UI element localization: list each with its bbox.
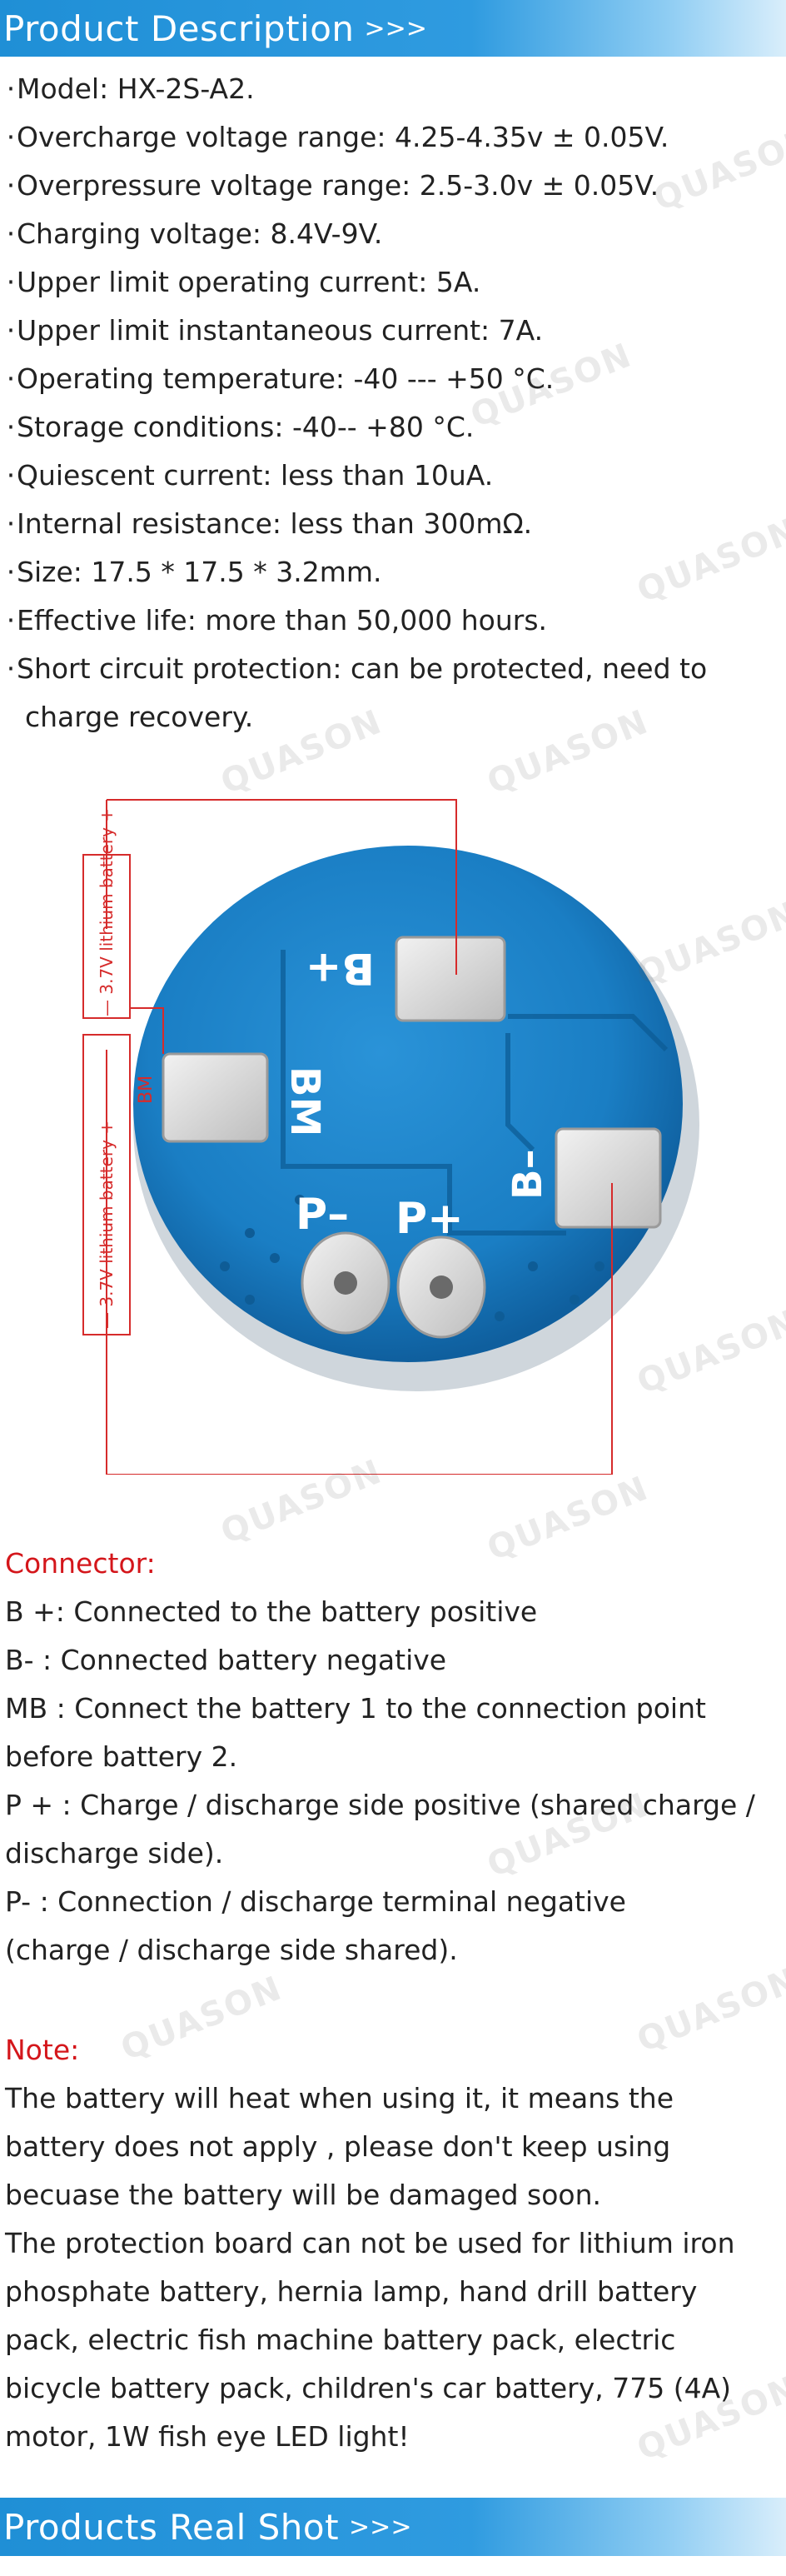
board-illustration: B+ BM B– P– P+ — 3.7V lithium battery + … <box>82 799 699 1475</box>
spec-item-continuation: charge recovery. <box>25 701 254 733</box>
silk-bplus: B+ <box>306 943 375 993</box>
spec-item: ·Charging voltage: 8.4V-9V. <box>6 217 383 250</box>
protection-board-diagram: B+ BM B– P– P+ — 3.7V lithium battery + … <box>0 766 786 1475</box>
note-line: battery does not apply , please don't ke… <box>5 2130 671 2163</box>
silk-bm: BM <box>281 1066 328 1136</box>
spec-item: ·Internal resistance: less than 300mΩ. <box>6 507 533 540</box>
trace-line <box>505 1033 535 1152</box>
pad-bminus <box>555 1127 662 1229</box>
bm-label: BM <box>136 1076 157 1104</box>
spec-item: ·Overcharge voltage range: 4.25-4.35v ± … <box>6 121 669 153</box>
banner-title: Products Real Shot <box>3 2506 340 2548</box>
connector-line: MB : Connect the battery 1 to the connec… <box>5 1692 706 1725</box>
battery2-label: — 3.7V lithium battery + <box>97 1121 117 1329</box>
note-line: pack, electric fish machine battery pack… <box>5 2324 676 2356</box>
note-line: phosphate battery, hernia lamp, hand dri… <box>5 2275 698 2308</box>
banner-arrows: >>> <box>349 2512 412 2542</box>
connector-line: B +: Connected to the battery positive <box>5 1595 538 1628</box>
section-banner-product-description: Product Description >>> <box>0 0 786 57</box>
spec-item: ·Upper limit instantaneous current: 7A. <box>6 314 544 347</box>
connector-line: before battery 2. <box>5 1740 238 1773</box>
trace-line <box>281 950 566 1236</box>
spec-item: ·Short circuit protection: can be protec… <box>6 652 708 685</box>
connector-line: P- : Connection / discharge terminal neg… <box>5 1885 626 1918</box>
pad-bplus <box>395 936 506 1022</box>
connector-line: (charge / discharge side shared). <box>5 1934 458 1966</box>
silk-bminus: B– <box>505 1149 551 1200</box>
banner-arrows: >>> <box>364 13 427 43</box>
spec-list: ·Model: HX-2S-A2. ·Overcharge voltage ra… <box>5 65 779 741</box>
spec-item: ·Operating temperature: -40 --- +50 °C. <box>6 362 555 395</box>
note-line: becuase the battery will be damaged soon… <box>5 2179 602 2211</box>
connector-line: P + : Charge / discharge side positive (… <box>5 1789 755 1821</box>
spec-item: ·Effective life: more than 50,000 hours. <box>6 604 548 637</box>
pad-bm <box>162 1052 269 1143</box>
spec-item: ·Size: 17.5 * 17.5 * 3.2mm. <box>6 556 382 588</box>
note-line: The battery will heat when using it, it … <box>5 2082 674 2114</box>
spec-item: ·Quiescent current: less than 10uA. <box>6 459 494 492</box>
silk-pplus: P+ <box>395 1194 464 1244</box>
note-line: motor, 1W fish eye LED light! <box>5 2420 410 2453</box>
section-banner-real-shot: Products Real Shot >>> <box>0 2498 786 2556</box>
spec-item: ·Model: HX-2S-A2. <box>6 72 255 105</box>
note-line: bicycle battery pack, children's car bat… <box>5 2372 732 2404</box>
note-line: The protection board can not be used for… <box>5 2227 735 2259</box>
connector-section: Connector: B +: Connected to the battery… <box>5 1540 779 1974</box>
spec-item: ·Storage conditions: -40-- +80 °C. <box>6 411 475 443</box>
connector-line: discharge side). <box>5 1837 224 1870</box>
battery1-label: — 3.7V lithium battery + <box>97 808 117 1016</box>
connector-heading: Connector: <box>5 1547 156 1580</box>
banner-title: Product Description <box>3 7 355 49</box>
spec-item: ·Overpressure voltage range: 2.5-3.0v ± … <box>6 169 659 202</box>
note-section: Note: The battery will heat when using i… <box>5 2026 779 2461</box>
silk-pminus: P– <box>296 1190 349 1240</box>
note-heading: Note: <box>5 2034 80 2066</box>
connector-line: B- : Connected battery negative <box>5 1644 447 1676</box>
spec-item: ·Upper limit operating current: 5A. <box>6 266 481 298</box>
trace-line <box>508 1014 669 1052</box>
